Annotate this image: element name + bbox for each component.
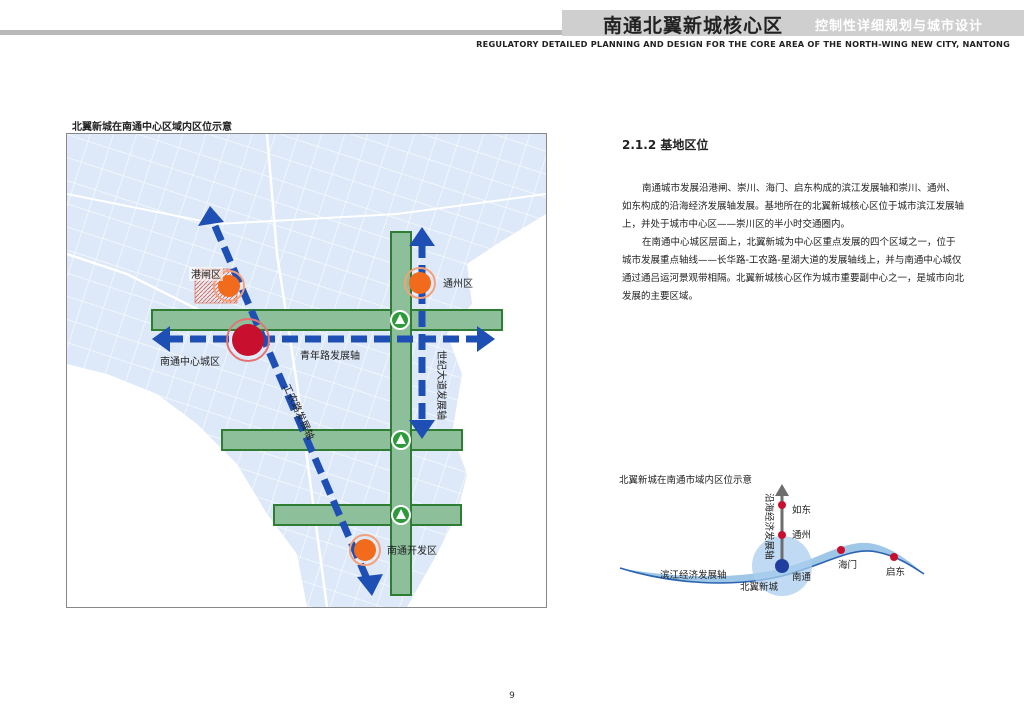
label-kaifa: 南通开发区 bbox=[387, 544, 437, 557]
point-qidong bbox=[890, 553, 898, 561]
arrow-south-gongnong-icon bbox=[357, 574, 383, 596]
point-tongzhou bbox=[778, 531, 786, 539]
page-number: 9 bbox=[509, 691, 515, 701]
vertical-band bbox=[390, 231, 412, 596]
map2-caption: 北翼新城在南通市域内区位示意 bbox=[619, 475, 753, 486]
arrow-north-shiji-icon bbox=[409, 227, 435, 246]
label-coastal-axis: 沿海经济发展轴 bbox=[763, 493, 775, 560]
label-tongzhou2: 通州 bbox=[792, 530, 811, 541]
gangzha-node bbox=[213, 270, 245, 302]
label-center-city: 南通中心城区 bbox=[160, 355, 220, 368]
document-title: 南通北翼新城核心区 bbox=[603, 15, 784, 37]
arrow-east-icon bbox=[477, 326, 495, 352]
arrow-north-gongnong-icon bbox=[198, 206, 224, 226]
municipal-map-svg: 沿海经济发展轴 如东 通州 滨江经济发展轴 南通 海门 启东 北翼新城 bbox=[619, 484, 925, 596]
horizontal-band-bottom bbox=[273, 504, 462, 526]
label-beiyi: 北翼新城 bbox=[740, 581, 779, 593]
paragraph-1: 南通城市发展沿港闸、崇川、海门、启东构成的滨江发展轴和崇川、通州、如东构成的沿海… bbox=[622, 183, 965, 230]
document-subtitle: 控制性详细规划与城市设计 bbox=[815, 19, 984, 34]
central-area-map-svg: 港闸区 通州区 南通中心城区 青年路发展轴 世纪大道发展轴 工农路发展轴 南通开… bbox=[67, 134, 546, 607]
label-tongzhou: 通州区 bbox=[443, 278, 473, 290]
document-english-title: REGULATORY DETAILED PLANNING AND DESIGN … bbox=[476, 39, 1010, 49]
axis-arrow-up-icon bbox=[775, 484, 789, 496]
junction-marker-middle bbox=[391, 430, 411, 450]
label-shiji-axis: 世纪大道发展轴 bbox=[435, 350, 448, 420]
arrow-south-shiji-icon bbox=[409, 420, 435, 439]
junction-marker-top bbox=[390, 310, 410, 330]
point-nantong bbox=[775, 559, 789, 573]
tongzhou-node bbox=[404, 267, 436, 299]
point-haimen bbox=[837, 546, 845, 554]
label-qingnian-axis: 青年路发展轴 bbox=[300, 349, 360, 362]
label-haimen: 海门 bbox=[838, 559, 857, 571]
label-nantong: 南通 bbox=[792, 571, 812, 583]
point-rudong bbox=[778, 501, 786, 509]
gongnong-road-axis bbox=[211, 224, 371, 581]
label-gangzha: 港闸区 bbox=[191, 268, 221, 281]
label-rudong: 如东 bbox=[792, 504, 811, 516]
section-body: 南通城市发展沿港闸、崇川、海门、启东构成的滨江发展轴和崇川、通州、如东构成的沿海… bbox=[622, 180, 964, 306]
central-area-location-map: 港闸区 通州区 南通中心城区 青年路发展轴 世纪大道发展轴 工农路发展轴 南通开… bbox=[66, 133, 547, 608]
paragraph-2: 在南通中心城区层面上，北翼新城为中心区重点发展的四个区域之一，位于城市发展重点轴… bbox=[622, 237, 965, 302]
center-city-node bbox=[226, 318, 270, 362]
header-title-box bbox=[562, 10, 1024, 36]
municipal-location-map: 沿海经济发展轴 如东 通州 滨江经济发展轴 南通 海门 启东 北翼新城 bbox=[612, 480, 932, 600]
junction-marker-bottom bbox=[391, 505, 411, 525]
kaifa-node bbox=[349, 534, 381, 566]
label-qidong: 启东 bbox=[886, 566, 905, 578]
section-title: 2.1.2 基地区位 bbox=[622, 138, 709, 152]
arrow-west-icon bbox=[152, 326, 170, 352]
horizontal-band-top bbox=[151, 309, 503, 331]
header-band bbox=[0, 30, 1024, 35]
river-swoosh bbox=[620, 542, 924, 583]
map1-caption: 北翼新城在南通中心区域内区位示意 bbox=[72, 122, 232, 133]
label-binjiang-axis: 滨江经济发展轴 bbox=[660, 569, 727, 581]
